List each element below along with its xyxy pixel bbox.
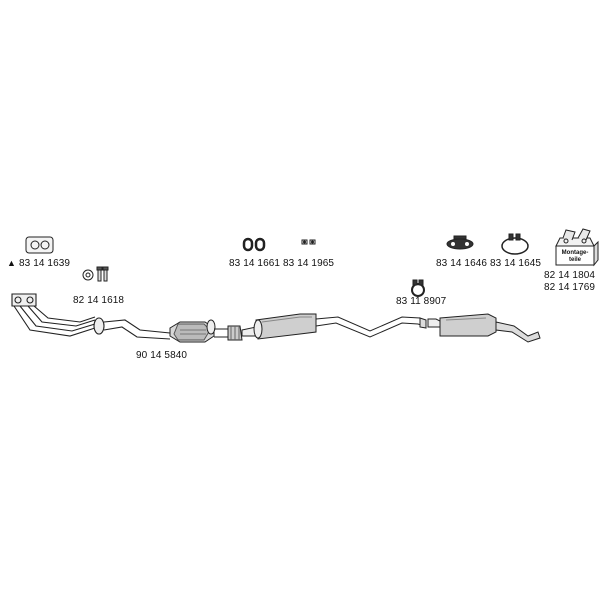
mounting-kit-box-icon [555,228,599,267]
rubber-mount-pair-icon [242,237,266,252]
pipe-clamp-icon [411,279,425,297]
part-number-mounting-kit-1[interactable]: 82 14 1804 [544,270,596,281]
part-number-rubber-hanger[interactable]: 83 14 1646 [436,258,488,269]
part-number-clamp-ring[interactable]: 83 14 1645 [490,258,542,269]
part-number-front-pipe[interactable]: 90 14 5840 [136,350,188,361]
front-pipe-manifold [11,293,171,340]
intermediate-pipe [315,316,427,338]
part-number-mounting-kit-2[interactable]: 82 14 1769 [544,282,596,293]
mounting-kit-box-label-2: teile [569,257,582,263]
part-number-pipe-clamp[interactable]: 83 11 8907 [396,296,447,307]
centre-silencer [253,313,317,340]
part-number-flange-gasket[interactable]: 83 14 1639 [19,258,71,269]
triangle-marker-icon: ▲ [7,258,16,268]
bolt-spring-set-icon [82,266,109,282]
mounting-kit-box-label-1: Montage- [562,250,589,256]
part-number-bolt-spring-set[interactable]: 82 14 1618 [73,295,125,306]
flange-gasket-icon [25,236,54,254]
small-fitting-icon [301,239,316,245]
catalytic-converter [169,319,216,343]
rubber-hanger-icon [446,235,474,250]
part-number-rubber-mount[interactable]: 83 14 1661 [229,258,281,269]
part-number-small-fitting[interactable]: 83 14 1965 [283,258,335,269]
intermediate-flex-pipe [214,325,257,341]
clamp-ring-icon [501,233,529,255]
rear-silencer [427,313,541,343]
